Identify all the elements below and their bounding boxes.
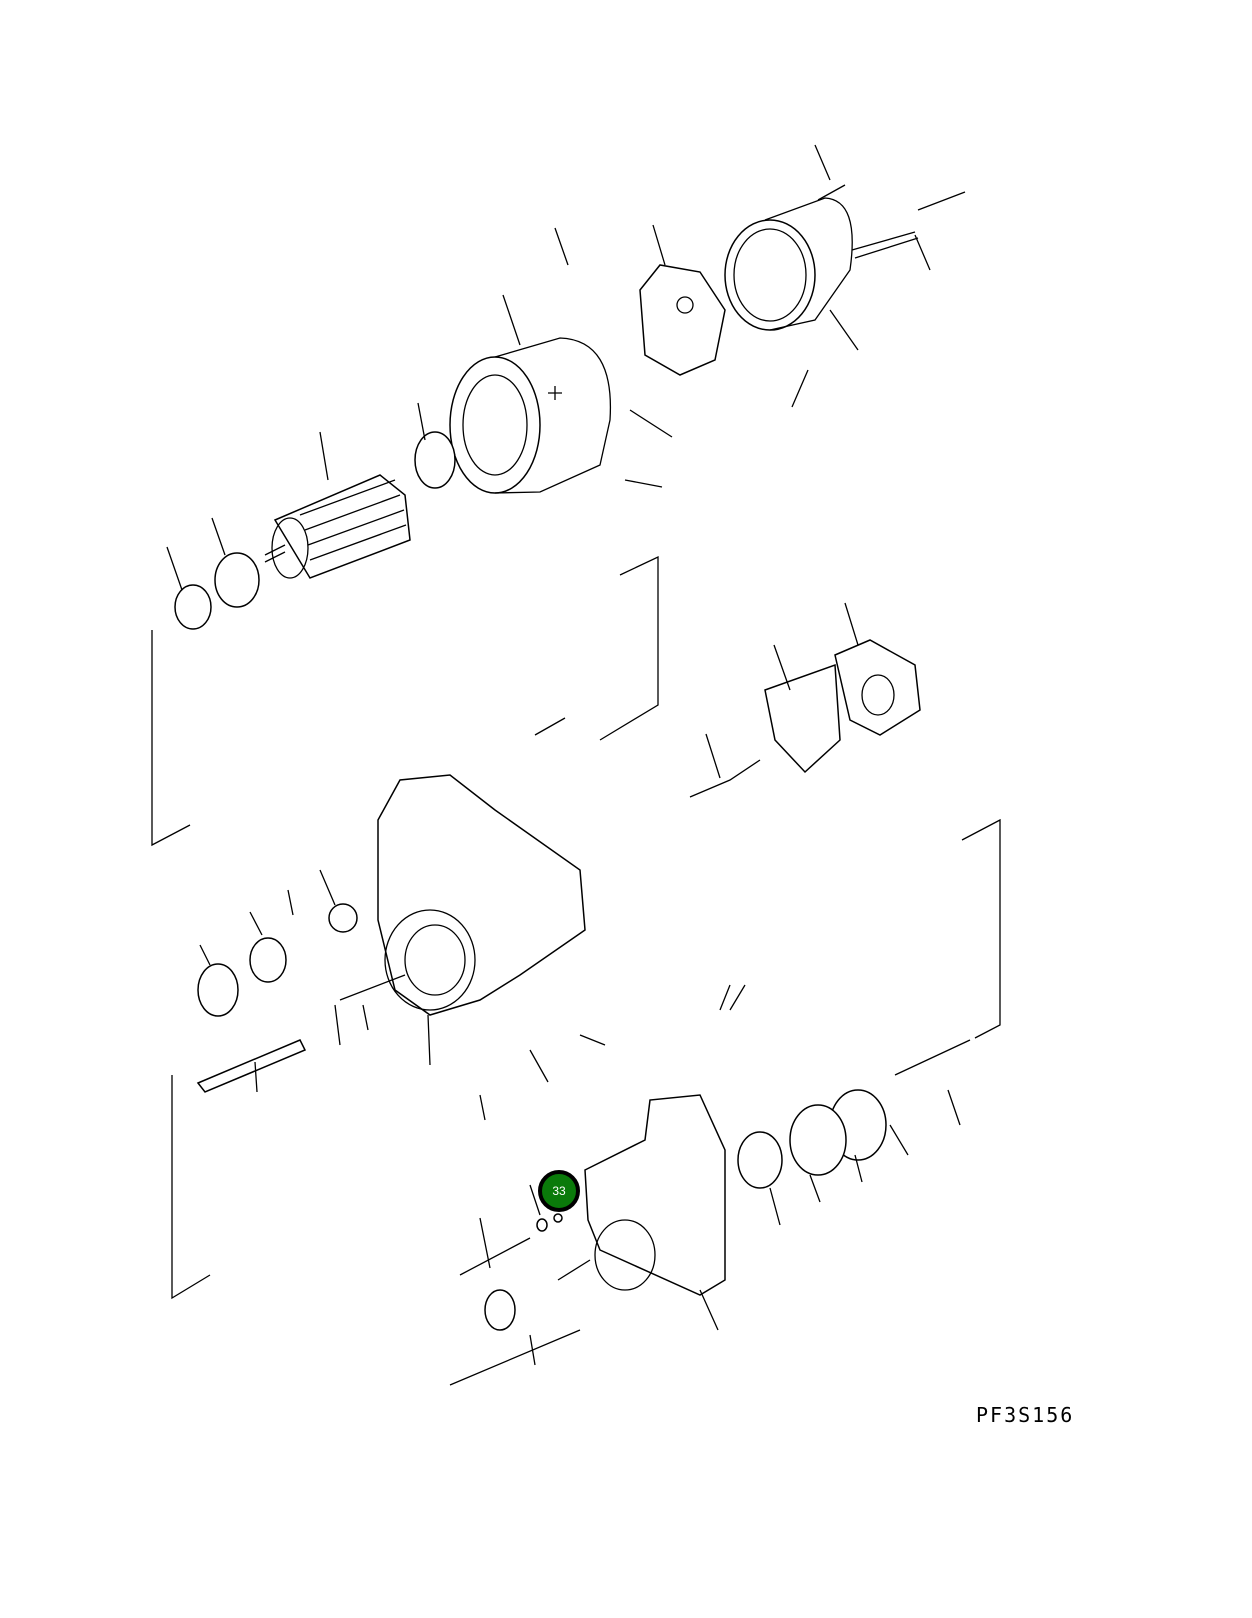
ball <box>553 1213 563 1223</box>
spring <box>894 1039 971 1076</box>
leader-lines <box>151 144 1001 1386</box>
bearing <box>414 431 456 489</box>
idler-gear <box>484 1289 516 1331</box>
clutch <box>249 937 287 983</box>
shaft <box>196 1039 307 1093</box>
gear-housing <box>377 774 586 1016</box>
cover-plate <box>834 639 921 736</box>
plunger <box>689 759 761 798</box>
washer <box>536 1218 548 1232</box>
bearing <box>214 552 260 608</box>
spring <box>557 1259 591 1281</box>
drawing-code-label: PF3S156 <box>976 1403 1075 1427</box>
washer <box>328 903 358 933</box>
pinion-gear <box>197 963 239 1017</box>
through-bolt <box>851 191 966 259</box>
field-coil <box>449 337 612 494</box>
armature <box>264 474 411 579</box>
through-bolt <box>459 1237 531 1276</box>
brush-holder <box>639 264 726 376</box>
bolt <box>817 184 846 201</box>
o-ring <box>737 1131 783 1189</box>
gasket <box>764 663 841 774</box>
drive-end-housing <box>584 1094 726 1296</box>
overrunning-clutch <box>789 1089 887 1176</box>
ring <box>174 584 212 630</box>
part-callout-33[interactable]: 33 <box>538 1170 580 1212</box>
spring <box>339 974 406 1001</box>
yoke-housing <box>724 197 853 331</box>
